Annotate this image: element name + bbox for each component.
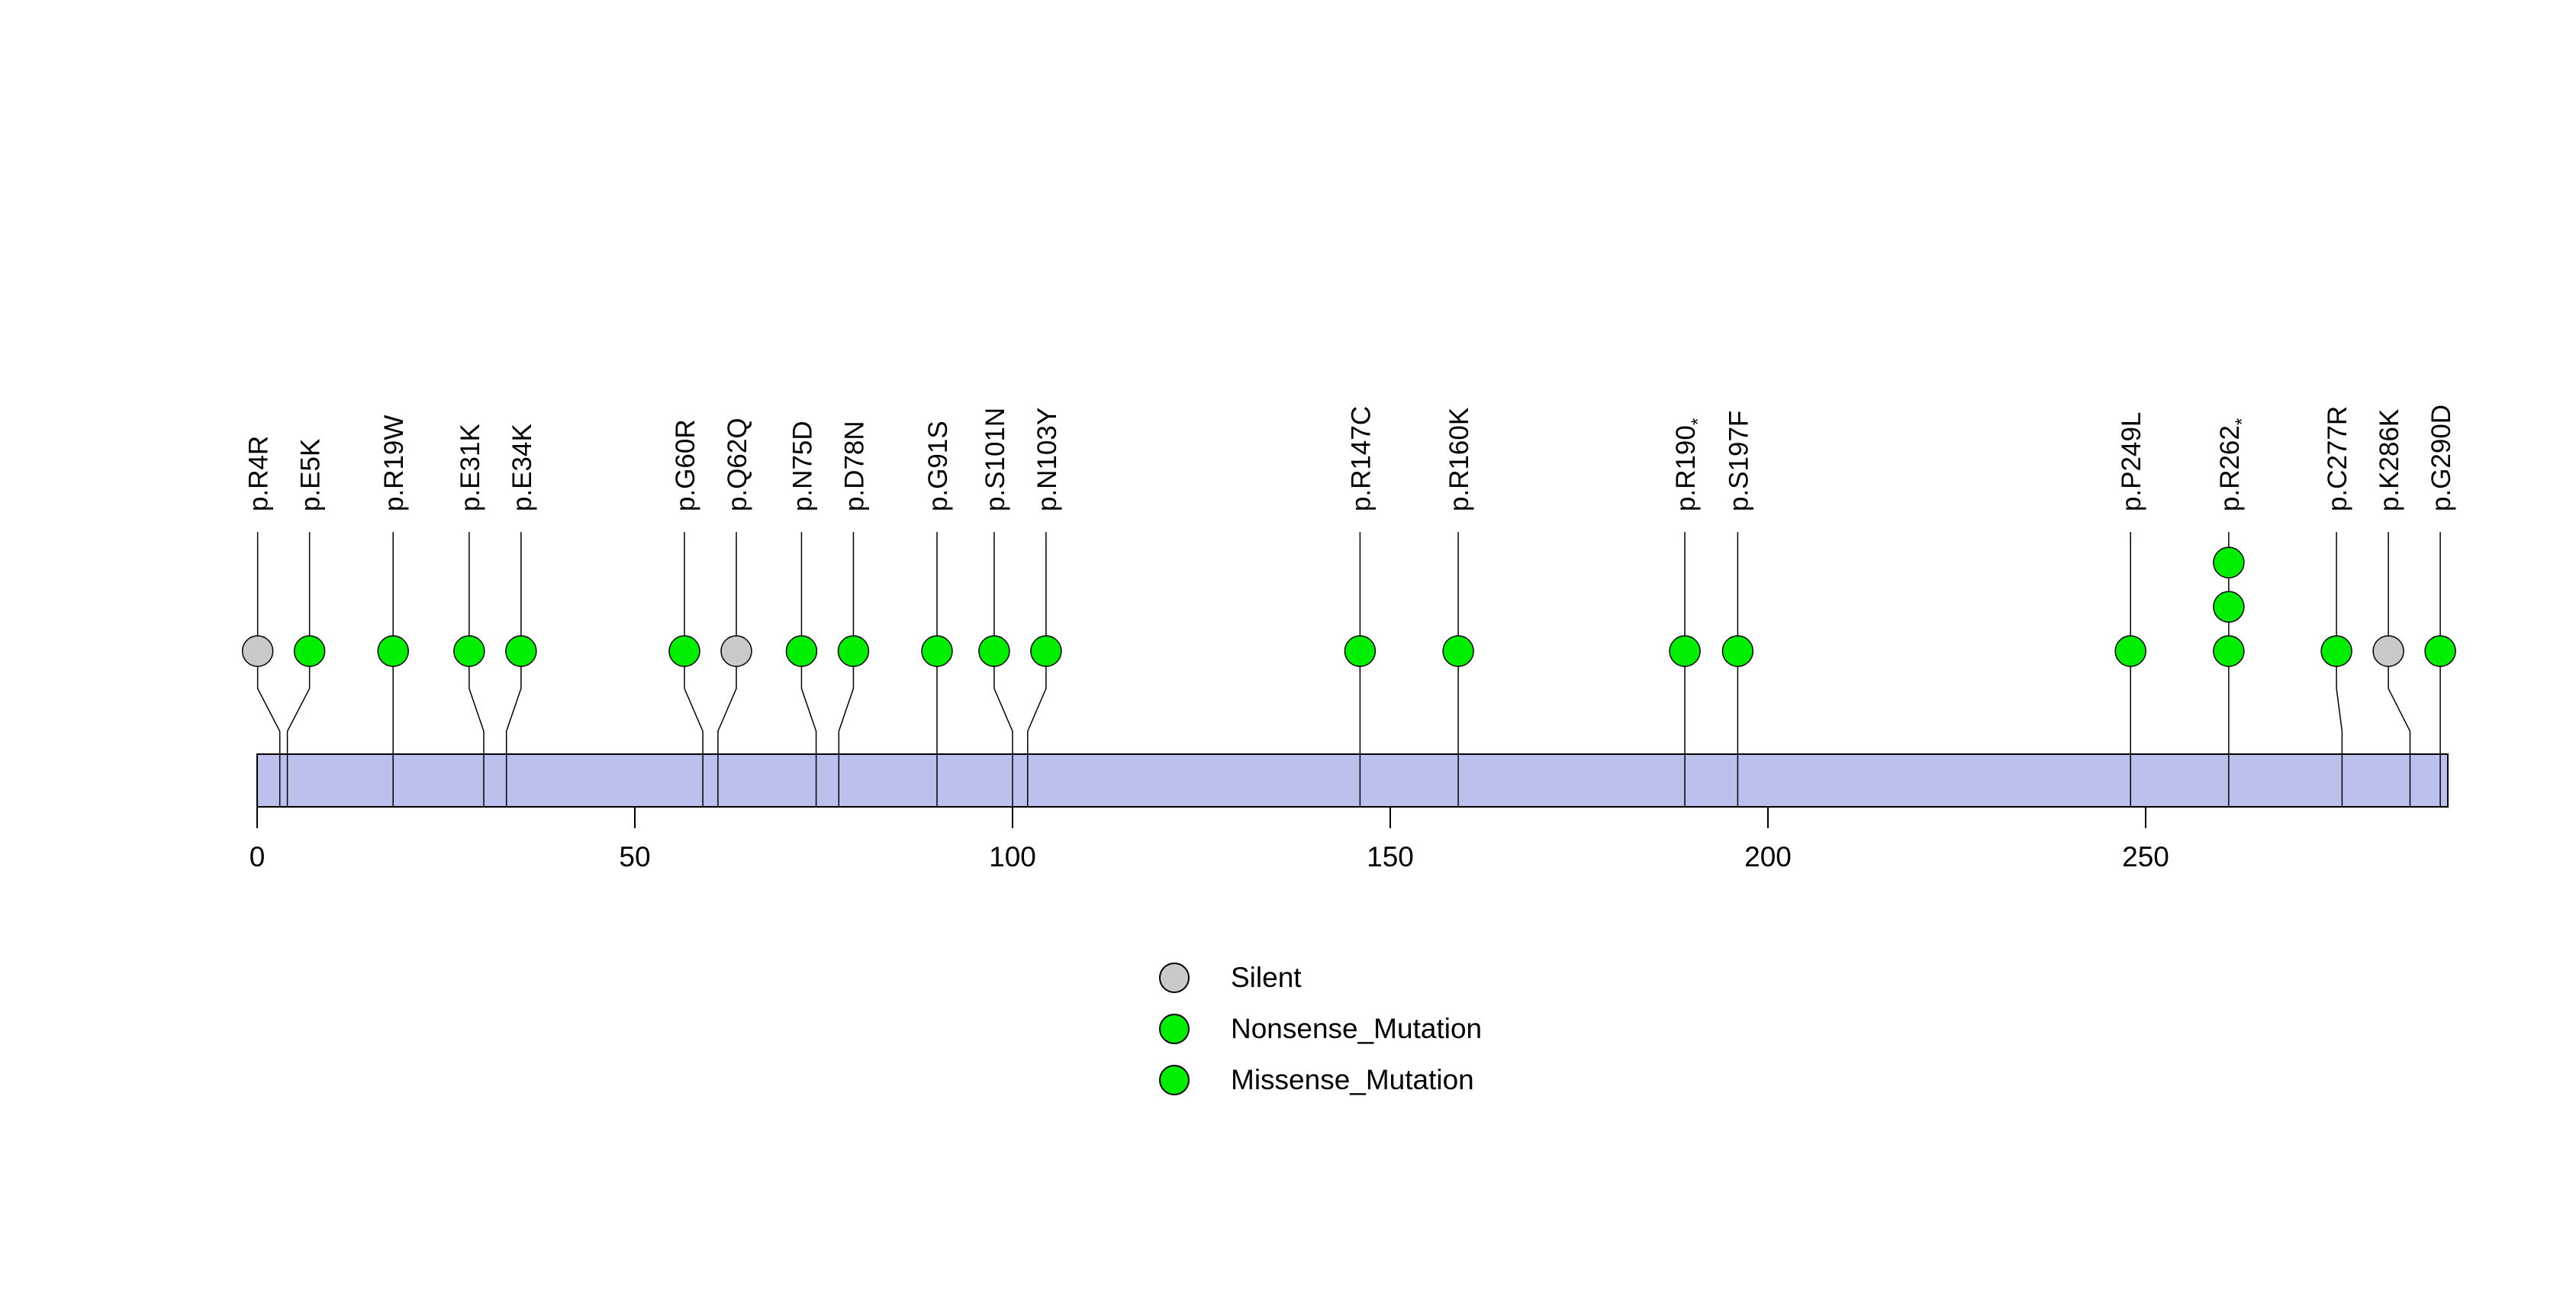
lollipop-stem [256, 532, 281, 807]
protein-backbone [256, 753, 2449, 808]
mutation-label: p.R147C [1346, 406, 1376, 511]
lollipop-stem [993, 532, 1013, 807]
mutation-circle [2213, 547, 2245, 579]
axis-tick-label: 150 [1367, 841, 1414, 872]
mutation-circle [1442, 635, 1474, 667]
mutation-label: p.D78N [839, 421, 869, 511]
lollipop-stem [286, 532, 311, 807]
mutation-circle [1344, 635, 1377, 667]
mutation-circle [720, 635, 752, 667]
stems [256, 532, 2441, 807]
lollipop-stem [505, 532, 522, 807]
mutation-label: p.R190* [1671, 418, 1708, 511]
lollipop-stem [1027, 532, 1047, 807]
mutation-circle [785, 635, 818, 667]
mutation-label: p.R160K [1444, 408, 1474, 511]
mutation-label: p.P249L [2117, 412, 2146, 511]
mutation-circle [668, 635, 700, 667]
mutation-label: p.K286K [2375, 409, 2404, 511]
mutation-label: p.R19W [379, 415, 409, 511]
mutation-circle [2424, 635, 2456, 667]
legend-item-missense: Missense_Mutation [1159, 1054, 1482, 1105]
x-axis: 0 50 100 150 200 250 [250, 807, 2169, 872]
axis-tick-label: 50 [619, 841, 650, 872]
legend-item-nonsense: Nonsense_Mutation [1159, 1003, 1482, 1054]
lollipop-stem [800, 532, 817, 807]
mutation-label: p.G290D [2426, 405, 2456, 511]
lollipop-stem [717, 532, 737, 807]
mutation-circle [2320, 635, 2352, 667]
mutation-circle [293, 635, 326, 667]
mutation-circle [1669, 635, 1701, 667]
lollipop-stem [838, 532, 855, 807]
legend-item-silent: Silent [1159, 952, 1482, 1003]
mutation-circle [2372, 635, 2404, 667]
mutation-circle [1721, 635, 1754, 667]
mutation-circle [978, 635, 1010, 667]
lollipop-stem [2336, 532, 2343, 807]
mutation-label: p.R262* [2215, 418, 2252, 511]
lollipop-heads [241, 547, 2456, 667]
silent-swatch-icon [1159, 962, 1190, 993]
missense-swatch-icon [1159, 1064, 1190, 1095]
mutation-circle [921, 635, 953, 667]
axis-tick-label: 0 [250, 841, 266, 872]
mutation-label: p.G91S [923, 421, 953, 511]
mutation-label: p.E5K [296, 439, 326, 511]
mutation-circle [2213, 635, 2245, 667]
mutation-label: p.R4R [244, 436, 274, 511]
legend-label: Silent [1231, 961, 1302, 993]
mutation-circle [2114, 635, 2146, 667]
mutation-label: p.S197F [1724, 411, 1753, 511]
axis-tick-label: 250 [2122, 841, 2169, 872]
mutation-label: p.C277R [2323, 406, 2352, 511]
mutation-label: p.N103Y [1032, 408, 1062, 511]
legend-label: Nonsense_Mutation [1231, 1012, 1483, 1044]
axis-tick-label: 100 [989, 841, 1036, 872]
mutation-label: p.E34K [507, 424, 537, 511]
mutation-circle [377, 635, 409, 667]
mutation-circle [505, 635, 537, 667]
mutation-circle [453, 635, 485, 667]
lollipop-stem [469, 532, 485, 807]
mutation-circle [1030, 635, 1062, 667]
mutation-circle [241, 635, 274, 667]
mutation-label: p.S101N [980, 408, 1010, 511]
nonsense-swatch-icon [1159, 1013, 1190, 1044]
lollipop-stem [684, 532, 704, 807]
mutation-label: p.E31K [456, 424, 485, 511]
axis-tick-label: 200 [1744, 841, 1792, 872]
mutation-circle [837, 635, 870, 667]
mutation-label: p.N75D [787, 421, 817, 511]
mutation-labels: p.R4R p.E5K p.R19W p.E31K p.E34K p.G60R p.Q62Q… [244, 405, 2456, 511]
legend: Silent Nonsense_Mutation Missense_Mutati… [1159, 952, 1482, 1105]
lollipop-stem [2388, 532, 2411, 807]
mutation-circle [2213, 591, 2245, 623]
mutation-label: p.Q62Q [723, 418, 752, 511]
mutation-label: p.G60R [671, 419, 700, 511]
legend-label: Missense_Mutation [1231, 1063, 1474, 1095]
